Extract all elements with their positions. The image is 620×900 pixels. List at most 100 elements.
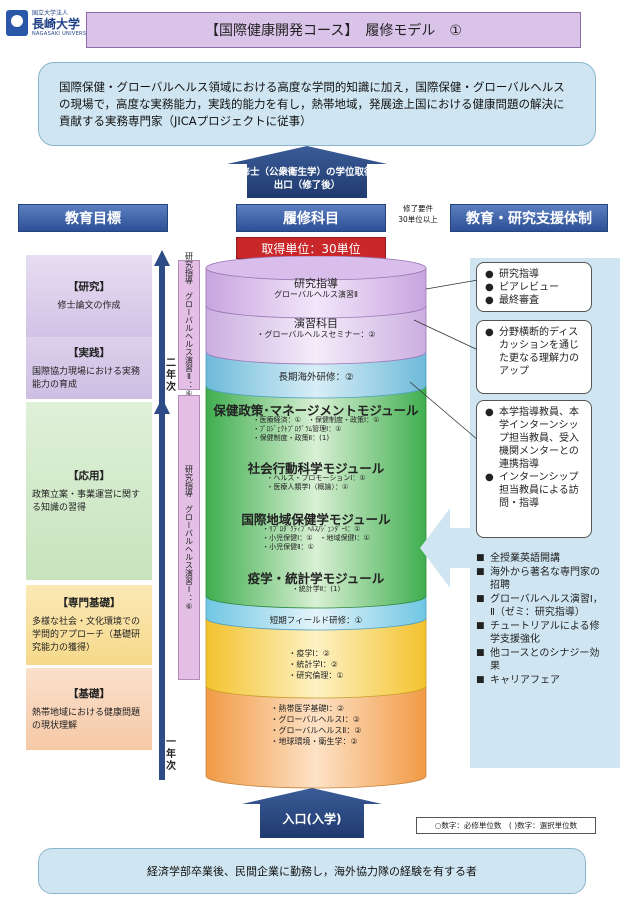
support-list-item: ■海外から著名な専門家の招聘 [476, 566, 604, 592]
layer-field-training: 短期フィールド研修：① [269, 616, 363, 626]
module-policy: 保健政策･マネージメントモジュール ・医療経済：① ・保健制度・政策Ⅰ：① ・ﾌ… [204, 403, 428, 444]
goal-desc: 多様な社会・文化環境での学問的アプローチ（基礎研究能力の獲得） [32, 617, 141, 653]
logo-mark-icon [6, 10, 28, 36]
module-item: ・小児保健Ⅰ：① ・地域保健Ⅰ：① [262, 534, 370, 542]
module-social-items: ・ヘルス・プロモーションⅠ：① ・医療人類学Ⅰ（概論）：① [266, 474, 365, 492]
research-guidance-2-bar: 研究指導 グローバルヘルス演習Ⅱ：⑥ [178, 252, 200, 398]
year2-label: 二年次 [166, 358, 176, 393]
layer-basic-a: ・疫学Ⅰ：② ・統計学Ⅰ：② ・研究倫理：① [204, 648, 428, 682]
layer-basic-b: ・熱帯医学基礎Ⅰ：② ・グローバルヘルスⅠ：② ・グローバルヘルスⅡ：② ・地球… [204, 703, 428, 748]
support-list-text: グローバルヘルス演習Ⅰ，Ⅱ（ゼミ：研究指導） [490, 594, 603, 618]
support-item: ● 最終審査 [485, 294, 583, 307]
goal-research: 【研究】 修士論文の作成 [26, 255, 152, 337]
module-item: ・ヘルス・プロモーションⅠ：① [266, 474, 366, 482]
goal-title: 【研究】 [68, 281, 110, 293]
bullet-icon: ● [485, 407, 494, 418]
requirement-line1: 修了要件 [403, 204, 433, 213]
support-item: ●分野横断的ディスカッションを通じた更なる理解力のアップ [485, 326, 583, 378]
module-regional-items: ・ﾘﾌﾟﾛﾀﾞｸﾃｨﾌﾞﾍﾙｽ/ｼﾞｪﾝﾀﾞｰⅠ：① ・小児保健Ⅰ：① ・地域保… [262, 525, 370, 552]
goal-applied: 【応用】 政策立案・事業運営に関する知識の習得 [26, 402, 152, 580]
page-title: 【国際健康開発コース】 履修モデル ① [86, 12, 581, 48]
university-logo: 国立大学法人 長崎大学 NAGASAKI UNIVERSITY [6, 8, 94, 42]
logo-english: NAGASAKI UNIVERSITY [32, 31, 95, 37]
course-item: ・統計学Ⅰ：② [288, 660, 338, 669]
module-item: ・医療経済：① ・保健制度・政策Ⅰ：① [252, 416, 380, 424]
support-item: ●ピアレビュー [485, 281, 583, 294]
completion-requirement: 修了要件 30単位以上 [390, 203, 446, 225]
degree-line1: 修士（公衆衛生学）の学位取得 [240, 167, 374, 178]
square-bullet-icon: ■ [476, 621, 485, 631]
entry-up-arrow-icon [242, 788, 382, 838]
square-bullet-icon: ■ [476, 567, 485, 577]
layer-exercise-sub: ・グローバルヘルスセミナー：② [256, 330, 376, 339]
course-item: ・グローバルヘルスⅠ：② [270, 715, 360, 724]
career-goal-box: 国際保健・グローバルヘルス領域における高度な学問的知識に加え，国際保健・グローバ… [38, 62, 596, 146]
header-courses: 履修科目 [236, 204, 386, 232]
logo-name: 長崎大学 [32, 17, 81, 31]
degree-up-arrow-icon [227, 146, 387, 198]
square-bullet-icon: ■ [476, 648, 485, 658]
year-progress-arrow-icon [154, 250, 170, 780]
support-list: ■ 全授業英語開講 ■海外から著名な専門家の招聘 ■ グローバルヘルス演習Ⅰ，Ⅱ（ゼ… [476, 552, 604, 688]
support-bubble-research: ●研究指導 ●ピアレビュー ● 最終審査 [476, 262, 592, 312]
goal-practice: 【実践】 国際協力現場における実務能力の育成 [26, 337, 152, 399]
support-text: ピアレビュー [499, 282, 559, 293]
module-regional: 国際地域保健学モジュール ・ﾘﾌﾟﾛﾀﾞｸﾃｨﾌﾞﾍﾙｽ/ｼﾞｪﾝﾀﾞｰⅠ：① … [204, 512, 428, 553]
support-list-item: ■ キャリアフェア [476, 674, 604, 687]
support-list-text: 全授業英語開講 [490, 553, 560, 564]
layer-research-sub: グローバルヘルス演習Ⅱ [274, 290, 358, 299]
support-item: ●本学指導教員、本学インターンシップ担当教員、受入機関メンターとの連携指導 [485, 406, 583, 471]
module-policy-items: ・医療経済：① ・保健制度・政策Ⅰ：① ・ﾌﾟﾛｼﾞｪｸﾄﾌﾟﾛｸﾞﾗﾑ管理Ⅰ：… [253, 416, 380, 443]
module-item: ・保健制度・政策Ⅱ：(1) [252, 434, 330, 442]
entry-profile-box: 経済学部卒業後、民間企業に勤務し，海外協力隊の経験を有する者 [38, 848, 586, 894]
layer-research-guidance: 研究指導 グローバルヘルス演習Ⅱ [204, 278, 428, 300]
support-list-text: 他コースとのシナジー効果 [490, 648, 600, 672]
module-epi-stats: 疫学・統計学モジュール ・統計学Ⅱ：(1) [204, 571, 428, 595]
goal-title: 【基礎】 [68, 687, 110, 700]
units-earned-badge: 取得単位：30単位 [236, 237, 386, 259]
research-guidance-2-label: 研究指導 グローバルヘルス演習Ⅱ：⑥ [184, 252, 194, 398]
degree-line2: 出口（修了後） [273, 180, 341, 191]
bullet-icon: ● [485, 327, 494, 338]
legend-note: ○数字：必修単位数 ( )数字：選択単位数 [416, 817, 596, 834]
goal-specialty-basics: 【専門基礎】 多様な社会・文化環境での学問的アプローチ（基礎研究能力の獲得） [26, 585, 152, 665]
course-item: ・疫学Ⅰ：② [288, 649, 330, 658]
course-item: ・熱帯医学基礎Ⅰ：② [270, 704, 345, 713]
year1-label: 一年次 [166, 737, 176, 772]
logo-small-text: 国立大学法人 [32, 10, 69, 17]
support-list-item: ■ グローバルヘルス演習Ⅰ，Ⅱ（ゼミ：研究指導） [476, 593, 604, 619]
goal-basics: 【基礎】 熱帯地域における健康問題の現状理解 [26, 668, 152, 750]
research-guidance-1-bar: 研究指導 グローバルヘルス演習Ⅰ：⑥ [178, 395, 200, 680]
course-item: ・研究倫理：① [288, 671, 344, 680]
goal-desc: 政策立案・事業運営に関する知識の習得 [32, 489, 141, 513]
layer-exercise: 演習科目 ・グローバルヘルスセミナー：② [204, 318, 428, 340]
support-text: 最終審査 [499, 295, 539, 306]
module-social-title: 社会行動科学モジュール [247, 461, 385, 476]
header-support-system: 教育・研究支援体制 [450, 204, 608, 232]
goal-title: 【専門基礎】 [57, 597, 121, 609]
module-epi-title: 疫学・統計学モジュール [247, 571, 385, 586]
goal-title: 【応用】 [68, 469, 110, 482]
module-item: ・小児保健Ⅱ：① [262, 543, 314, 551]
module-policy-title: 保健政策･マネージメントモジュール [213, 403, 419, 418]
bullet-icon: ● [485, 295, 494, 306]
degree-label: 修士（公衆衛生学）の学位取得 出口（修了後） [212, 166, 402, 192]
support-item: ●インターンシップ担当教員による訪問・指導 [485, 471, 583, 510]
square-bullet-icon: ■ [476, 594, 485, 604]
course-cylinder [205, 256, 427, 789]
layer-overseas-training: 長期海外研修：② [278, 372, 354, 383]
basic-b-items: ・熱帯医学基礎Ⅰ：② ・グローバルヘルスⅠ：② ・グローバルヘルスⅡ：② ・地球… [270, 703, 361, 747]
support-list-item: ■チュートリアルによる修学支援強化 [476, 620, 604, 646]
goal-desc: 熱帯地域における健康問題の現状理解 [32, 707, 141, 731]
module-regional-title: 国際地域保健学モジュール [241, 512, 391, 527]
course-item: ・地球環境・衛生学：② [270, 737, 358, 746]
support-list-text: キャリアフェア [490, 675, 560, 686]
module-item: ・医療人類学Ⅰ（概論）：① [266, 483, 349, 491]
support-item: ●研究指導 [485, 268, 583, 281]
module-item: ・統計学Ⅱ：(1) [291, 585, 341, 593]
square-bullet-icon: ■ [476, 553, 485, 563]
basic-a-items: ・疫学Ⅰ：② ・統計学Ⅰ：② ・研究倫理：① [288, 648, 343, 681]
goal-title: 【実践】 [68, 346, 110, 359]
square-bullet-icon: ■ [476, 675, 485, 685]
layer-exercise-title: 演習科目 [294, 317, 338, 330]
